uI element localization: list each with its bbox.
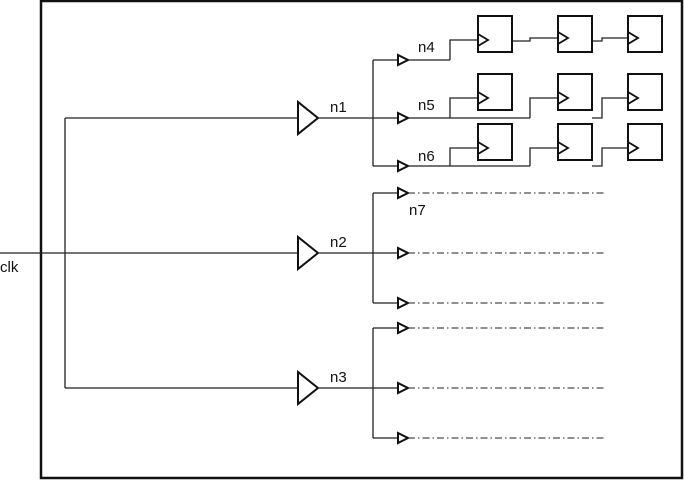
buffer-n1 [297, 99, 320, 137]
flip-flop [477, 73, 513, 111]
buffer-n7 [397, 186, 411, 200]
clk-label: clk [0, 259, 19, 276]
n5-net-c [592, 97, 628, 119]
n5-net [449, 97, 478, 118]
net-label-n7: n7 [409, 202, 426, 219]
buffer-n3-top [397, 321, 411, 335]
net-label-n5: n5 [418, 97, 435, 114]
flip-flop [627, 15, 663, 53]
net-label-n1: n1 [330, 99, 347, 116]
net-label-n6: n6 [418, 148, 435, 165]
buffer-n2-low [397, 296, 411, 310]
net-label-n4: n4 [418, 39, 435, 56]
flip-flop [627, 123, 663, 161]
n5-net-b [529, 97, 558, 118]
flip-flop [557, 73, 593, 111]
buffer-n2 [297, 234, 320, 272]
buffer-n6 [397, 159, 411, 173]
n6-net-b [529, 147, 558, 166]
net-label-n2: n2 [330, 234, 347, 251]
n4-net [449, 39, 478, 60]
flip-flop [557, 15, 593, 53]
n4-net-c [592, 37, 628, 42]
chip-boundary [39, 0, 684, 480]
net-label-n3: n3 [330, 369, 347, 386]
flip-flop [477, 123, 513, 161]
buffer-n3-mid [397, 381, 411, 395]
buffer-n5 [397, 111, 411, 125]
flip-flop [627, 73, 663, 111]
buffer-n3 [297, 369, 320, 407]
n6-net-c [592, 147, 628, 167]
buffer-n2-mid [397, 246, 411, 260]
flip-flop [477, 15, 513, 53]
n4-net-b [513, 37, 558, 42]
buffer-n3-low [397, 431, 411, 445]
n6-net [449, 147, 478, 166]
buffer-n4 [397, 53, 411, 67]
flip-flop [557, 123, 593, 161]
